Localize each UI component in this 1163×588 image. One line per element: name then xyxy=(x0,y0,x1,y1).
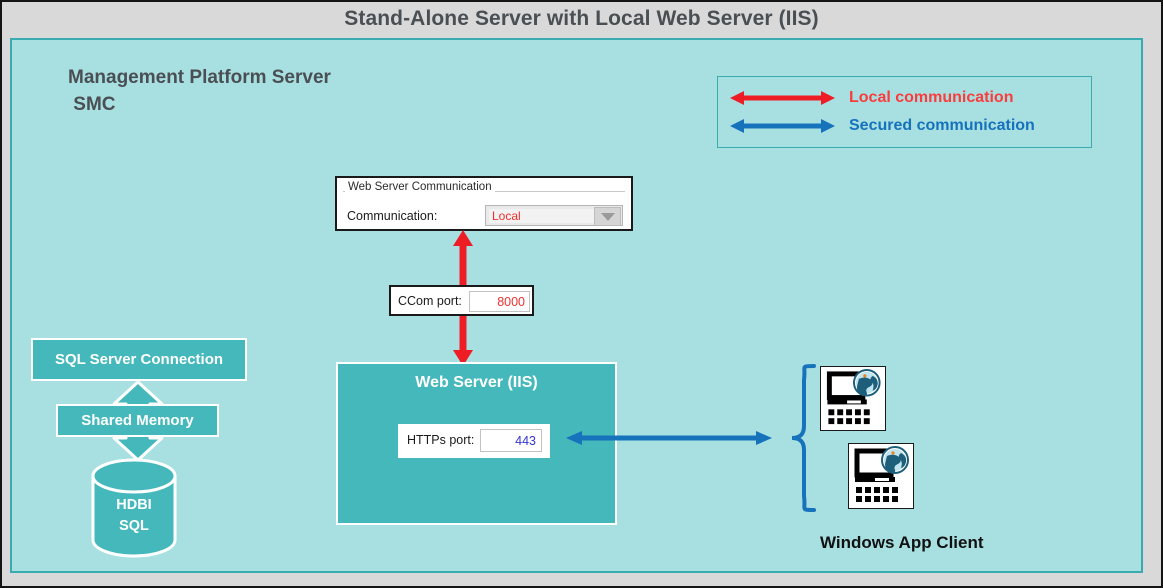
database-line1: HDBI xyxy=(116,497,152,513)
shared-memory-label: Shared Memory xyxy=(81,412,194,429)
ccom-port-box: CCom port: 8000 xyxy=(389,285,534,316)
computer-globe-icon xyxy=(826,368,881,425)
https-port-label: HTTPs port: xyxy=(407,433,475,447)
ccom-port-label: CCom port: xyxy=(398,294,462,308)
windows-app-client-icon-2[interactable] xyxy=(848,443,914,509)
legend-item-secured: Secured communication xyxy=(730,113,1035,139)
shared-memory-box: Shared Memory xyxy=(56,404,219,437)
communication-field-label: Communication: xyxy=(347,209,438,223)
database-label: HDBI SQL xyxy=(90,495,178,537)
web-server-title: Web Server (IIS) xyxy=(415,374,538,391)
red-arrow-up-to-dialog xyxy=(453,230,473,286)
page-title: Stand-Alone Server with Local Web Server… xyxy=(2,2,1161,36)
ccom-port-input[interactable]: 8000 xyxy=(469,291,530,312)
double-arrow-blue-icon xyxy=(730,119,835,133)
mps-line1: Management Platform Server xyxy=(68,67,331,88)
sql-server-connection-box: SQL Server Connection xyxy=(31,338,247,381)
triangle-glyph xyxy=(600,212,615,221)
computer-globe-icon xyxy=(854,446,909,502)
sql-server-connection-label: SQL Server Connection xyxy=(54,351,224,368)
communication-dropdown[interactable]: Local xyxy=(485,205,623,226)
windows-app-client-label: Windows App Client xyxy=(820,533,984,552)
chevron-down-icon[interactable] xyxy=(594,207,621,226)
dropdown-field xyxy=(489,209,594,223)
legend-label-secured: Secured communication xyxy=(849,117,1035,134)
blue-double-arrow-web-server-clients xyxy=(566,431,772,445)
management-platform-server-heading: Management Platform Server SMC xyxy=(68,64,331,118)
red-arrow-down-to-web-server xyxy=(453,316,473,366)
group-box-title: Web Server Communication xyxy=(345,181,495,193)
legend-item-local: Local communication xyxy=(730,85,1013,111)
legend-box: Local communication Secured communicatio… xyxy=(717,76,1092,148)
https-port-input[interactable]: 443 xyxy=(480,429,542,452)
web-server-iis-box: Web Server (IIS) HTTPs port: 443 xyxy=(336,362,617,525)
legend-label-local: Local communication xyxy=(849,89,1014,106)
clients-brace xyxy=(791,364,816,512)
windows-app-client-icon-1[interactable] xyxy=(820,366,886,431)
https-port-box: HTTPs port: 443 xyxy=(398,424,550,458)
dropdown-selected-value: Local xyxy=(492,209,521,223)
https-port-value: 443 xyxy=(515,434,536,448)
ccom-port-value: 8000 xyxy=(497,295,525,309)
mps-line2: SMC xyxy=(68,94,116,115)
web-server-communication-dialog: Web Server Communication Communication: … xyxy=(335,176,633,231)
database-cylinder-icon xyxy=(91,458,177,558)
double-arrow-red-icon xyxy=(730,91,835,105)
database-line2: SQL xyxy=(119,518,149,534)
